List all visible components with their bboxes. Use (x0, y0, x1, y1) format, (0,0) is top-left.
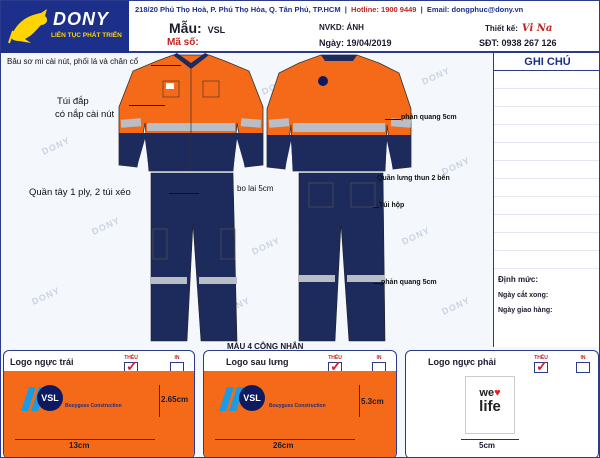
designer-signature: Vi Na (521, 23, 553, 34)
notes-lines (494, 71, 599, 269)
pants-leader (169, 193, 199, 194)
height-dim-line (359, 385, 360, 417)
box-pocket-label: Túi hộp (379, 202, 405, 209)
vsl-badge: VSL (239, 385, 265, 411)
pocket-label-2: có nắp cài nút (55, 109, 115, 120)
checkmark-icon: ✓ (330, 358, 342, 374)
back-shirt (266, 54, 412, 172)
contact-line: 218/20 Phú Thọ Hoà, P. Phú Thọ Hòa, Q. T… (135, 5, 524, 14)
panel-title: Logo ngực trái (10, 357, 74, 367)
delivery-date-label: Ngày giao hàng: (498, 307, 553, 314)
reflect-bottom-leader (373, 283, 381, 284)
brand-tagline: LIÊN TỤC PHÁT TRIỂN (51, 32, 122, 39)
notes-panel: GHI CHÚ Định mức: Ngày cắt xong: Ngày gi… (493, 53, 599, 347)
width-dim-label: 13cm (69, 441, 90, 450)
width-dim-label: 26cm (273, 441, 294, 450)
collar-leader (151, 65, 181, 66)
model-value: VSL (207, 25, 226, 35)
phone-text: SĐT: 0938 267 126 (479, 38, 557, 48)
checkmark-icon: ✓ (126, 358, 138, 374)
width-dim-line (215, 439, 355, 440)
model-title: Mẫu: VSL (169, 20, 225, 36)
cuff-label: bo lai 5cm (237, 184, 274, 193)
reflect-top-label: phản quang 5cm (401, 114, 457, 121)
dony-logo: DONY LIÊN TỤC PHÁT TRIỂN (1, 1, 129, 53)
front-pants (150, 172, 238, 342)
model-label: Mẫu: (169, 20, 202, 36)
designer-label: Thiết kế: (485, 24, 518, 33)
pocket-leader (129, 105, 165, 106)
production-meta: Định mức: Ngày cắt xong: Ngày giao hàng: (498, 275, 552, 322)
pocket-label-1: Túi đắp (57, 96, 89, 107)
logo-swatch-orange (4, 371, 194, 457)
email-text: Email: dongphuc@dony.vn (426, 5, 524, 14)
embroidery-checkbox[interactable]: THÊU✓ (534, 355, 548, 374)
logo-swatch-orange (204, 371, 396, 457)
code-label: Mã số: (167, 37, 199, 48)
back-pants (298, 172, 386, 342)
vsl-badge: VSL (37, 385, 63, 411)
header: DONY LIÊN TỤC PHÁT TRIỂN 218/20 Phú Thọ … (1, 1, 599, 53)
sales-staff: NVKD: ÁNH (319, 23, 364, 32)
front-shirt (118, 53, 264, 172)
box-pocket-leader (373, 207, 379, 208)
notes-title: GHI CHÚ (494, 53, 599, 71)
designer: Thiết kế:Vi Na (485, 23, 552, 34)
width-dim-label: 5cm (479, 441, 496, 450)
kangaroo-icon (8, 9, 48, 44)
welife-line1: we♥ (479, 387, 501, 399)
collar-label: Bâu sơ mi cài nút, phối lá và chân cổ (7, 57, 139, 66)
vsl-subtext: Bouygues Construction (269, 403, 326, 409)
brand-name: DONY (53, 9, 110, 29)
garment-drawing (118, 53, 412, 342)
print-checkbox[interactable]: IN (576, 355, 590, 373)
panel-title: Logo sau lưng (226, 357, 289, 367)
pants-label: Quần tây 1 ply, 2 túi xéo (29, 187, 131, 198)
height-dim-label: 2.65cm (161, 395, 189, 404)
cut-date-label: Ngày cắt xong: (498, 292, 549, 299)
quota-label: Định mức: (498, 275, 539, 284)
height-dim-line (159, 385, 160, 417)
reflect-top-leader (385, 119, 401, 120)
checkmark-icon: ✓ (536, 358, 548, 374)
reflect-bottom-label: phản quang 5cm (381, 279, 437, 286)
vsl-subtext: Bouygues Construction (65, 403, 122, 409)
address-text: 218/20 Phú Thọ Hoà, P. Phú Thọ Hòa, Q. T… (135, 5, 341, 14)
welife-line2: life (479, 398, 501, 415)
height-dim-label: 5.3cm (361, 397, 384, 406)
width-dim-line (461, 439, 519, 440)
width-dim-line (15, 439, 155, 440)
date-text: Ngày: 19/04/2019 (319, 38, 392, 48)
color-caption: MÀU 4 CÔNG NHÂN (227, 342, 304, 351)
welife-logo: we♥ life (465, 376, 515, 434)
heart-icon: ♥ (494, 387, 501, 399)
hotline-text: Hotline: 1900 9449 (351, 5, 417, 14)
panel-title: Logo ngực phải (428, 357, 497, 367)
waist-label: Quần lưng thun 2 bên (377, 175, 450, 182)
